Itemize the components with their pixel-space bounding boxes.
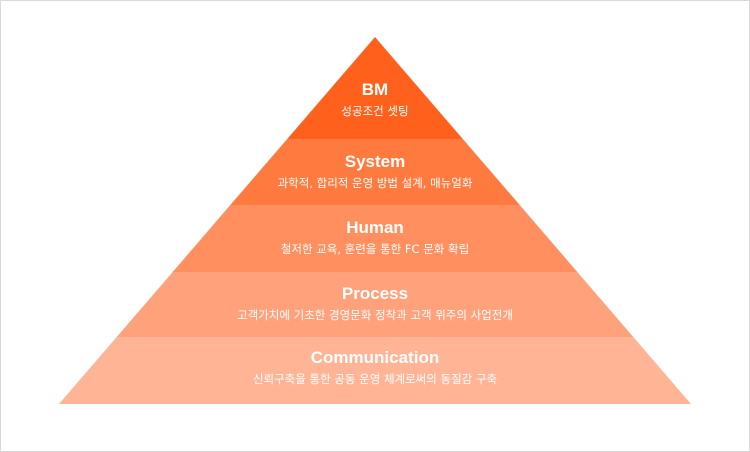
- pyramid-level-communication: Communication 신뢰구축을 통한 공동 운영 체계로써의 동질감 구…: [0, 348, 750, 386]
- level-title: Human: [346, 218, 404, 237]
- pyramid-level-process: Process 고객가치에 기초한 경영문화 정착과 고객 위주의 사업전개: [0, 284, 750, 322]
- level-title: Process: [341, 284, 409, 303]
- pyramid-level-communication-shape: [59, 337, 691, 404]
- pyramid-level-human: Human 철저한 교육, 훈련을 통한 FC 문화 확립: [0, 218, 750, 256]
- level-description: 성공조건 셋팅: [341, 104, 409, 118]
- pyramid-level-process-shape: [116, 272, 634, 337]
- level-description: 철저한 교육, 훈련을 통한 FC 문화 확립: [280, 242, 470, 256]
- pyramid-level-bm-shape: [287, 37, 463, 139]
- pyramid-level-system: System 과학적, 합리적 운영 방법 설계, 매뉴얼화: [0, 152, 750, 190]
- pyramid-level-system-shape: [230, 139, 520, 205]
- pyramid-level-bm: BM 성공조건 셋팅: [0, 80, 750, 118]
- level-description: 과학적, 합리적 운영 방법 설계, 매뉴얼화: [277, 176, 473, 190]
- level-title: System: [344, 152, 406, 171]
- level-description: 신뢰구축을 통한 공동 운영 체계로써의 동질감 구축: [252, 372, 498, 386]
- level-title: Communication: [310, 348, 440, 367]
- pyramid-level-human-shape: [172, 205, 578, 272]
- level-title: BM: [361, 80, 389, 99]
- level-description: 고객가치에 기초한 경영문화 정착과 고객 위주의 사업전개: [237, 308, 513, 322]
